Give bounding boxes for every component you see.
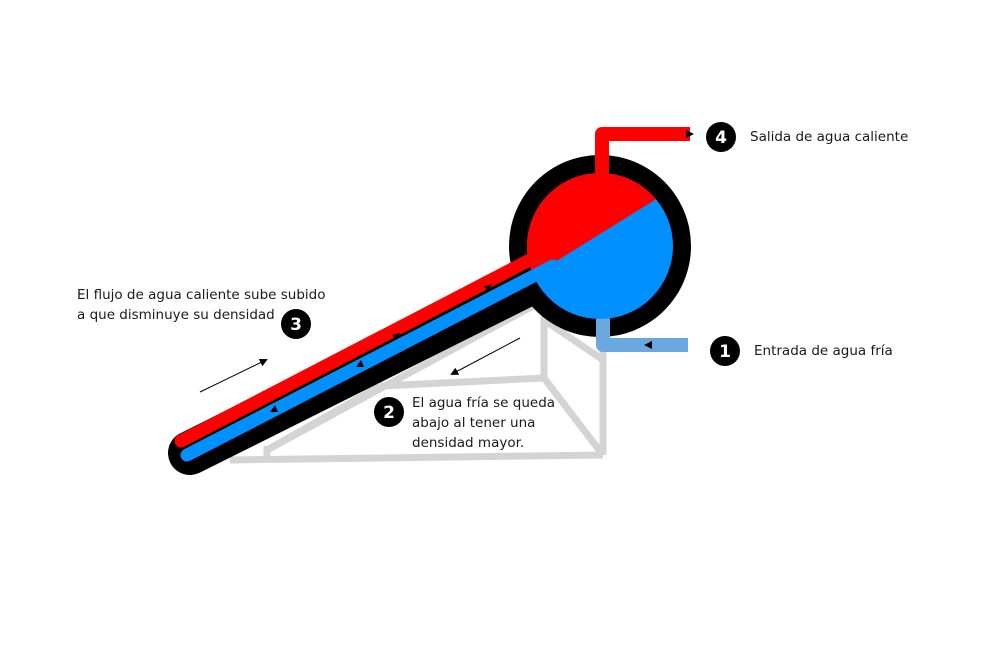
label-line: densidad mayor. <box>412 435 525 451</box>
cold-water-channel <box>180 259 560 462</box>
label-line: El agua fría se queda <box>412 395 556 411</box>
hot-water-channel <box>174 245 552 448</box>
step-badge-1: 1 <box>710 336 740 366</box>
label-line: Entrada de agua fría <box>754 343 893 359</box>
step-badge-4: 4 <box>706 122 736 152</box>
step-number: 1 <box>719 342 731 362</box>
cold-water-inlet-pipe <box>596 312 688 352</box>
step-number: 4 <box>715 128 727 148</box>
label-step-2: El agua fría se queda abajo al tener una… <box>412 393 555 453</box>
label-line: Salida de agua caliente <box>750 129 909 145</box>
label-step-4: Salida de agua caliente <box>750 127 908 147</box>
rising-flow-arrow <box>199 359 268 393</box>
step-number: 3 <box>290 315 302 335</box>
label-line: abajo al tener una <box>412 415 536 431</box>
flow-indicators <box>270 130 694 412</box>
label-step-3: El flujo de agua caliente sube subido a … <box>77 285 326 325</box>
step-number: 2 <box>383 403 395 423</box>
label-step-1: Entrada de agua fría <box>754 341 893 361</box>
label-line: El flujo de agua caliente sube subido <box>77 287 326 303</box>
hot-water-outlet-pipe <box>595 127 690 178</box>
sinking-flow-arrow <box>450 337 521 375</box>
step-badge-2: 2 <box>374 397 404 427</box>
step-badge-3: 3 <box>281 309 311 339</box>
label-line: a que disminuye su densidad <box>77 307 275 323</box>
